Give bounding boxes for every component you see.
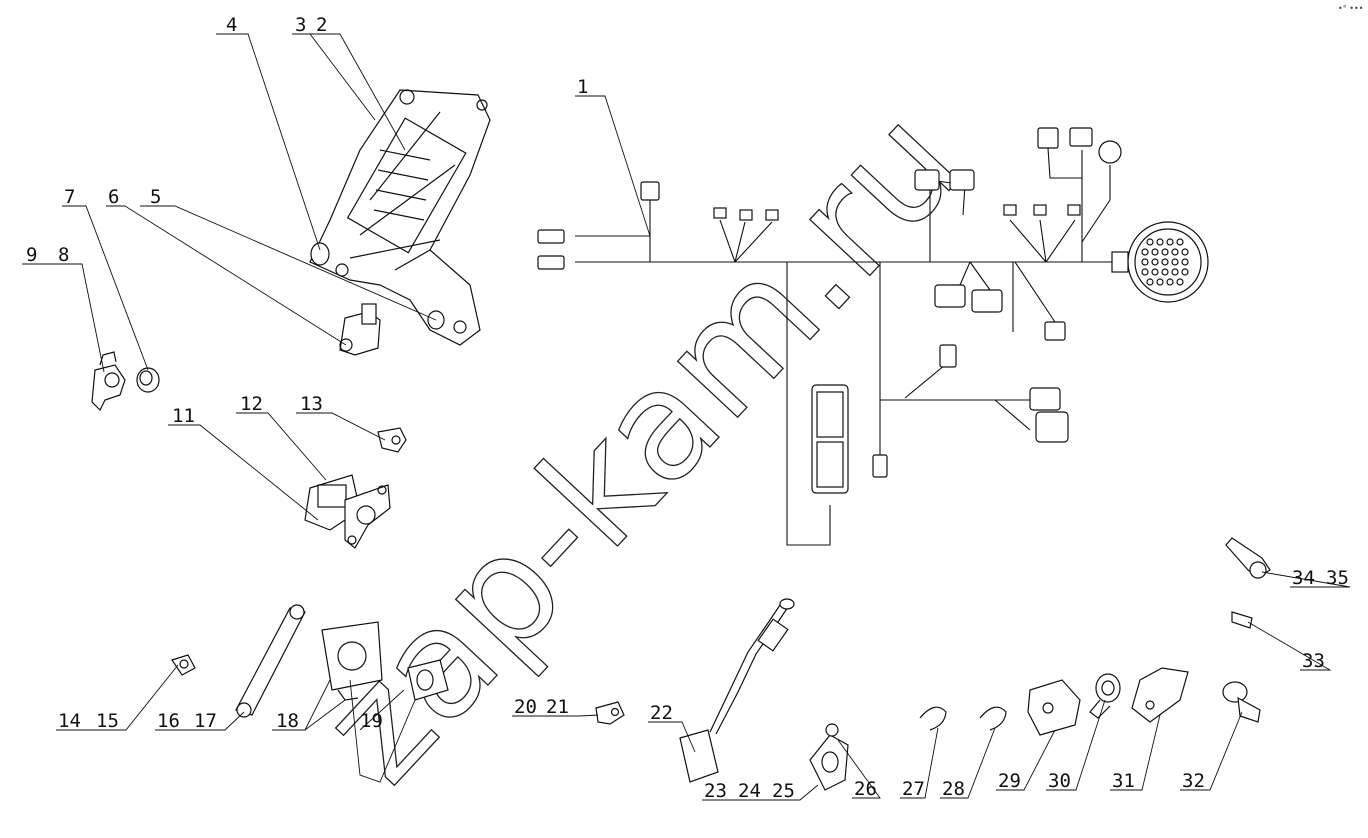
leader-lines [22,33,1351,801]
callout-9: 9 [26,244,37,266]
callout-12: 12 [240,393,263,415]
sensor-33 [1231,611,1253,629]
map-sensor [339,303,381,356]
callout-17: 17 [194,710,217,732]
callout-2: 2 [316,14,327,36]
clip-28 [979,706,1007,731]
callout-18: 18 [276,710,299,732]
callout-31: 31 [1112,770,1135,792]
oxygen-sensor-22 [679,598,795,783]
callout-16: 16 [157,710,180,732]
callout-22: 22 [650,702,673,724]
callout-34: 34 [1292,567,1315,589]
callout-3: 3 [295,14,306,36]
clip-27 [919,706,947,731]
sensor-19 [407,659,449,701]
callout-6: 6 [108,186,119,208]
callout-29: 29 [998,770,1021,792]
bushing-7 [136,367,160,393]
callout-4: 4 [226,14,237,36]
callout-26: 26 [854,778,877,800]
callout-11: 11 [172,405,195,427]
sensor-30 [1089,673,1121,719]
callout-7: 7 [64,186,75,208]
callout-32: 32 [1182,770,1205,792]
block-29 [1027,679,1081,736]
callout-14: 14 [58,710,81,732]
wiring-harness [537,127,1209,546]
clamp-8-9 [91,351,126,412]
bracket-13 [377,427,407,453]
bracket-20-21 [595,701,625,725]
callout-21: 21 [546,696,569,718]
callout-19: 19 [360,710,383,732]
callout-27: 27 [902,778,925,800]
callout-25: 25 [772,780,795,802]
clip-14-15 [171,654,196,676]
bracket-31 [1131,667,1189,723]
sensor-32 [1222,681,1261,723]
callout-20: 20 [514,696,537,718]
sensor-11-12 [304,474,391,549]
rod-16-17 [235,604,306,718]
callout-35: 35 [1326,567,1349,589]
sensor-23-26 [809,723,849,791]
callout-23: 23 [704,780,727,802]
callout-33: 33 [1302,650,1325,672]
callout-13: 13 [300,393,323,415]
callout-labels: 1 2 3 4 5 6 7 8 9 11 12 13 14 15 16 17 1… [26,14,1349,802]
callout-8: 8 [58,244,69,266]
callout-28: 28 [942,778,965,800]
ecu-bracket-assembly [309,89,491,346]
callout-30: 30 [1048,770,1071,792]
corner-mark: •° ••• [1338,4,1363,13]
sensor-bracket-34-35 [1225,537,1271,579]
block-18 [321,621,383,701]
callout-24: 24 [738,780,761,802]
callout-15: 15 [96,710,119,732]
callout-1: 1 [577,76,588,98]
callout-5: 5 [150,186,161,208]
